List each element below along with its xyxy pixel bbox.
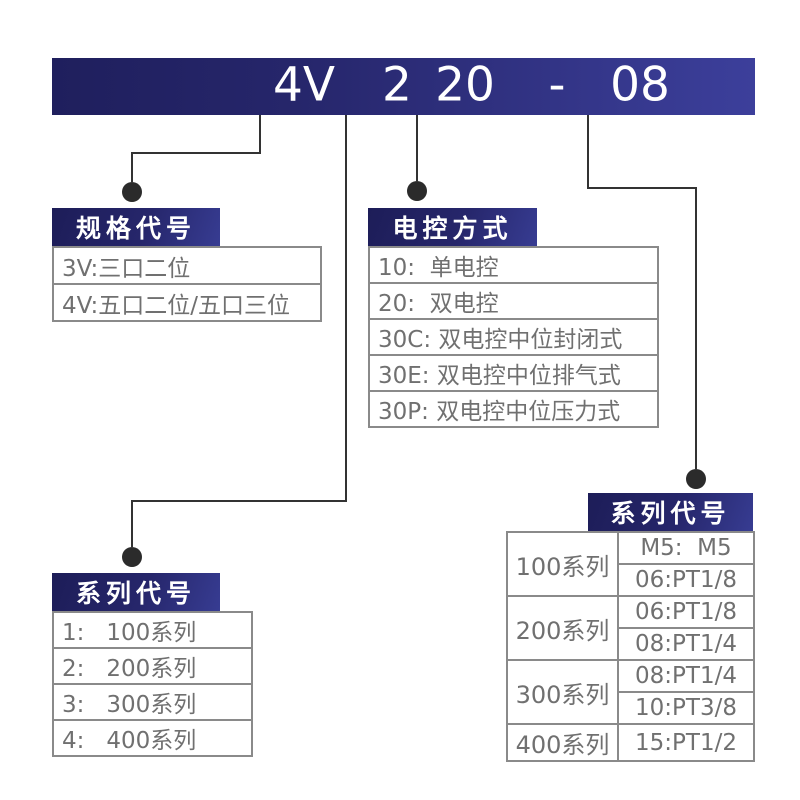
model-segment-dash: - [548,57,566,113]
port-option: M5: M5 [617,531,755,565]
spec-row-3v: 3V:三口二位 [52,246,322,285]
model-segment-port: 08 [610,57,670,113]
model-number-banner: 4V 2 20 - 08 [52,58,755,115]
port-option: 08:PT1/4 [617,659,755,693]
table-row: 08:PT1/4 [507,627,755,661]
spec-row-4v: 4V:五口二位/五口三位 [52,283,322,322]
spec-code-table: 3V:三口二位 4V:五口二位/五口三位 [52,246,322,322]
table-row: 20: 双电控 [368,282,659,320]
connector-line-spec [131,115,261,182]
table-row: 400系列 15:PT1/2 [506,723,755,762]
table-row: 30C: 双电控中位封闭式 [368,318,659,356]
port-option: 06:PT1/8 [617,563,755,597]
connector-dot-control [407,181,427,201]
table-row: 10: 单电控 [368,246,659,284]
port-group-300: 300系列 [506,659,619,725]
table-row: 3V:三口二位 [52,246,322,285]
port-option: 06:PT1/8 [617,595,755,629]
table-row: 30P: 双电控中位压力式 [368,390,659,428]
series-row-3: 3: 300系列 [52,683,253,721]
table-row: 4: 400系列 [52,719,253,757]
connector-line-series-left [131,115,347,547]
model-segment-series: 2 [382,57,412,113]
port-option: 10:PT3/8 [617,691,755,725]
series-code-header: 系列代号 [52,573,220,611]
port-group-200: 200系列 [506,595,619,661]
series-row-4: 4: 400系列 [52,719,253,757]
control-row-30p: 30P: 双电控中位压力式 [368,390,659,428]
table-row: 30E: 双电控中位排气式 [368,354,659,392]
port-group-400: 400系列 [506,723,619,762]
connector-dot-series-left [122,547,142,567]
spec-code-header: 规格代号 [52,208,220,246]
table-row: 4V:五口二位/五口三位 [52,283,322,322]
table-row: 2: 200系列 [52,647,253,685]
table-row: 100系列 M5: M5 [506,531,755,597]
port-size-table: 100系列 M5: M5 06:PT1/8 200系列 06:PT1/8 08:… [506,531,755,762]
model-segment-body: 4V [272,57,336,113]
port-option: 15:PT1/2 [617,723,755,762]
control-row-20: 20: 双电控 [368,282,659,320]
model-segment-control: 20 [435,57,495,113]
table-row: 06:PT1/8 [507,563,755,597]
table-row: 3: 300系列 [52,683,253,721]
connector-dot-spec [122,182,142,202]
series-code-table: 1: 100系列 2: 200系列 3: 300系列 4: 400系列 [52,611,253,757]
control-row-10: 10: 单电控 [368,246,659,284]
table-row: 200系列 06:PT1/8 [506,595,755,661]
port-size-header: 系列代号 [588,493,753,531]
electric-control-header: 电控方式 [368,208,537,246]
series-row-2: 2: 200系列 [52,647,253,685]
control-row-30e: 30E: 双电控中位排气式 [368,354,659,392]
table-row: 300系列 08:PT1/4 [506,659,755,725]
series-row-1: 1: 100系列 [52,611,253,649]
port-option: 08:PT1/4 [617,627,755,661]
table-row: 10:PT3/8 [507,691,755,725]
control-row-30c: 30C: 双电控中位封闭式 [368,318,659,356]
connector-dot-port [686,469,706,489]
table-row: 1: 100系列 [52,611,253,649]
port-group-100: 100系列 [506,531,619,597]
electric-control-table: 10: 单电控 20: 双电控 30C: 双电控中位封闭式 30E: 双电控中位… [368,246,659,428]
